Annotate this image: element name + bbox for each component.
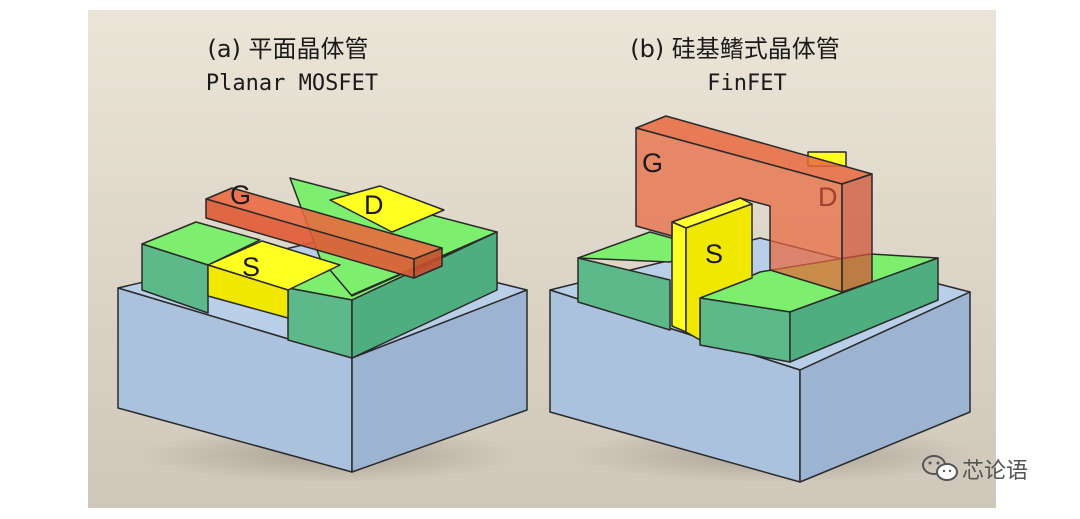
planar-caption-en: Planar MOSFET	[206, 71, 378, 96]
planar-drain-top	[329, 185, 445, 233]
finfet-well-front-left	[577, 257, 671, 331]
finfet-gate-label: G	[642, 148, 663, 178]
planar-source-front	[207, 264, 289, 319]
finfet-gate-side	[841, 173, 873, 293]
finfet	[549, 115, 980, 483]
planar-drain-label: D	[364, 190, 384, 220]
finfet-fin-front	[671, 221, 687, 333]
planar-well-front-left	[141, 243, 209, 314]
planar-source-label: S	[242, 252, 260, 282]
finfet-caption-zh: (b) 硅基鳍式晶体管	[630, 35, 840, 63]
planar-gate-side	[413, 247, 443, 279]
finfet-drain-label: D	[818, 182, 838, 212]
watermark-text: 芯论语	[962, 459, 1028, 484]
finfet-substrate-side	[799, 291, 971, 483]
planar-gate-label: G	[230, 180, 251, 210]
planar-mosfet	[117, 177, 528, 483]
finfet-well-side-right	[789, 257, 939, 363]
finfet-source-label: S	[705, 239, 723, 269]
planar-caption-zh: (a) 平面晶体管	[207, 35, 368, 63]
finfet-fin-side	[685, 203, 753, 341]
wechat-icon	[922, 455, 958, 481]
planar-well-side-right	[351, 231, 498, 359]
finfet-caption-en: FinFET	[707, 71, 786, 96]
planar-substrate-side	[351, 289, 528, 473]
watermark: 芯论语	[922, 455, 1028, 484]
